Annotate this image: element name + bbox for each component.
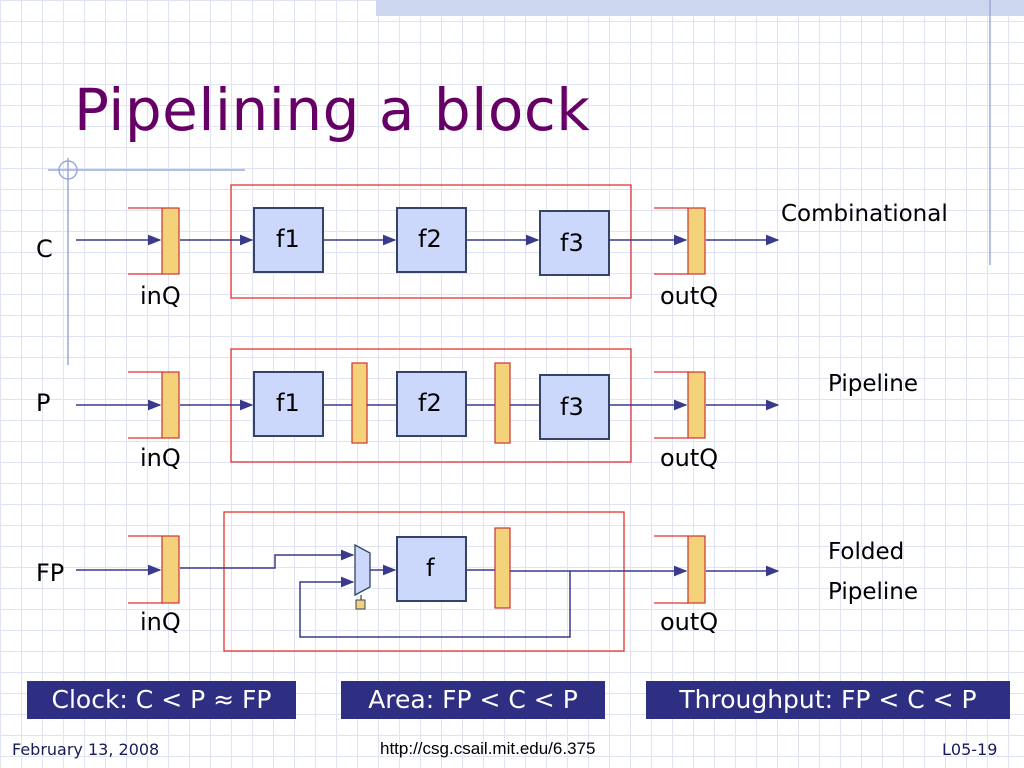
in-queue-label: inQ (140, 444, 181, 472)
out-queue-label: outQ (660, 282, 719, 310)
block-label: f1 (276, 389, 300, 417)
out-queue (654, 207, 706, 275)
row-pipeline (76, 348, 780, 463)
page-number: L05-19 (942, 740, 998, 759)
row-label: C (36, 235, 53, 263)
out-queue (654, 371, 706, 439)
block-label: f1 (276, 225, 300, 253)
row-description: Pipeline (828, 579, 919, 605)
enclosure-box (223, 511, 625, 652)
in-queue (128, 371, 180, 439)
out-queue-label: outQ (660, 608, 719, 636)
footer-date: February 13, 2008 (12, 740, 160, 759)
summary-throughput: Throughput: FP < C < P (646, 681, 1010, 719)
row-description: Combinational (781, 201, 948, 227)
summary-clock: Clock: C < P ≈ FP (27, 681, 296, 719)
row-label: FP (36, 559, 65, 587)
block-label: f3 (560, 229, 584, 257)
mux (354, 543, 371, 597)
summary-area: Area: FP < C < P (341, 681, 605, 719)
block-label: f (426, 554, 435, 582)
row-plain-wires (466, 569, 572, 572)
footer-url[interactable]: http://csg.csail.mit.edu/6.375 (380, 739, 596, 758)
block-label: f2 (418, 389, 442, 417)
block-f (396, 536, 467, 602)
pipeline-register (494, 527, 511, 609)
row-combinational (76, 184, 780, 299)
slide-title: Pipelining a block (74, 76, 591, 144)
row-description: Folded (828, 539, 905, 565)
block-f1 (253, 371, 324, 437)
row-description: Pipeline (828, 371, 919, 397)
top-decoration-bar (376, 0, 1024, 16)
row-wires (76, 549, 780, 638)
block-f1 (253, 207, 324, 273)
block-label: f2 (418, 225, 442, 253)
block-f3 (539, 210, 610, 276)
row-label: P (36, 389, 51, 417)
block-label: f3 (560, 393, 584, 421)
block-f3 (539, 374, 610, 440)
block-f2 (396, 207, 467, 273)
in-queue-label: inQ (140, 282, 181, 310)
mux-select (355, 599, 366, 610)
pipeline-register (351, 362, 368, 444)
out-queue (654, 535, 706, 604)
in-queue (128, 207, 180, 275)
enclosure-box (230, 184, 632, 299)
out-queue-label: outQ (660, 444, 719, 472)
row-folded-pipeline (76, 511, 780, 652)
in-queue-label: inQ (140, 608, 181, 636)
decorative-guides (48, 0, 991, 365)
in-queue (128, 535, 180, 604)
pipeline-register (494, 362, 511, 444)
block-f2 (396, 371, 467, 437)
